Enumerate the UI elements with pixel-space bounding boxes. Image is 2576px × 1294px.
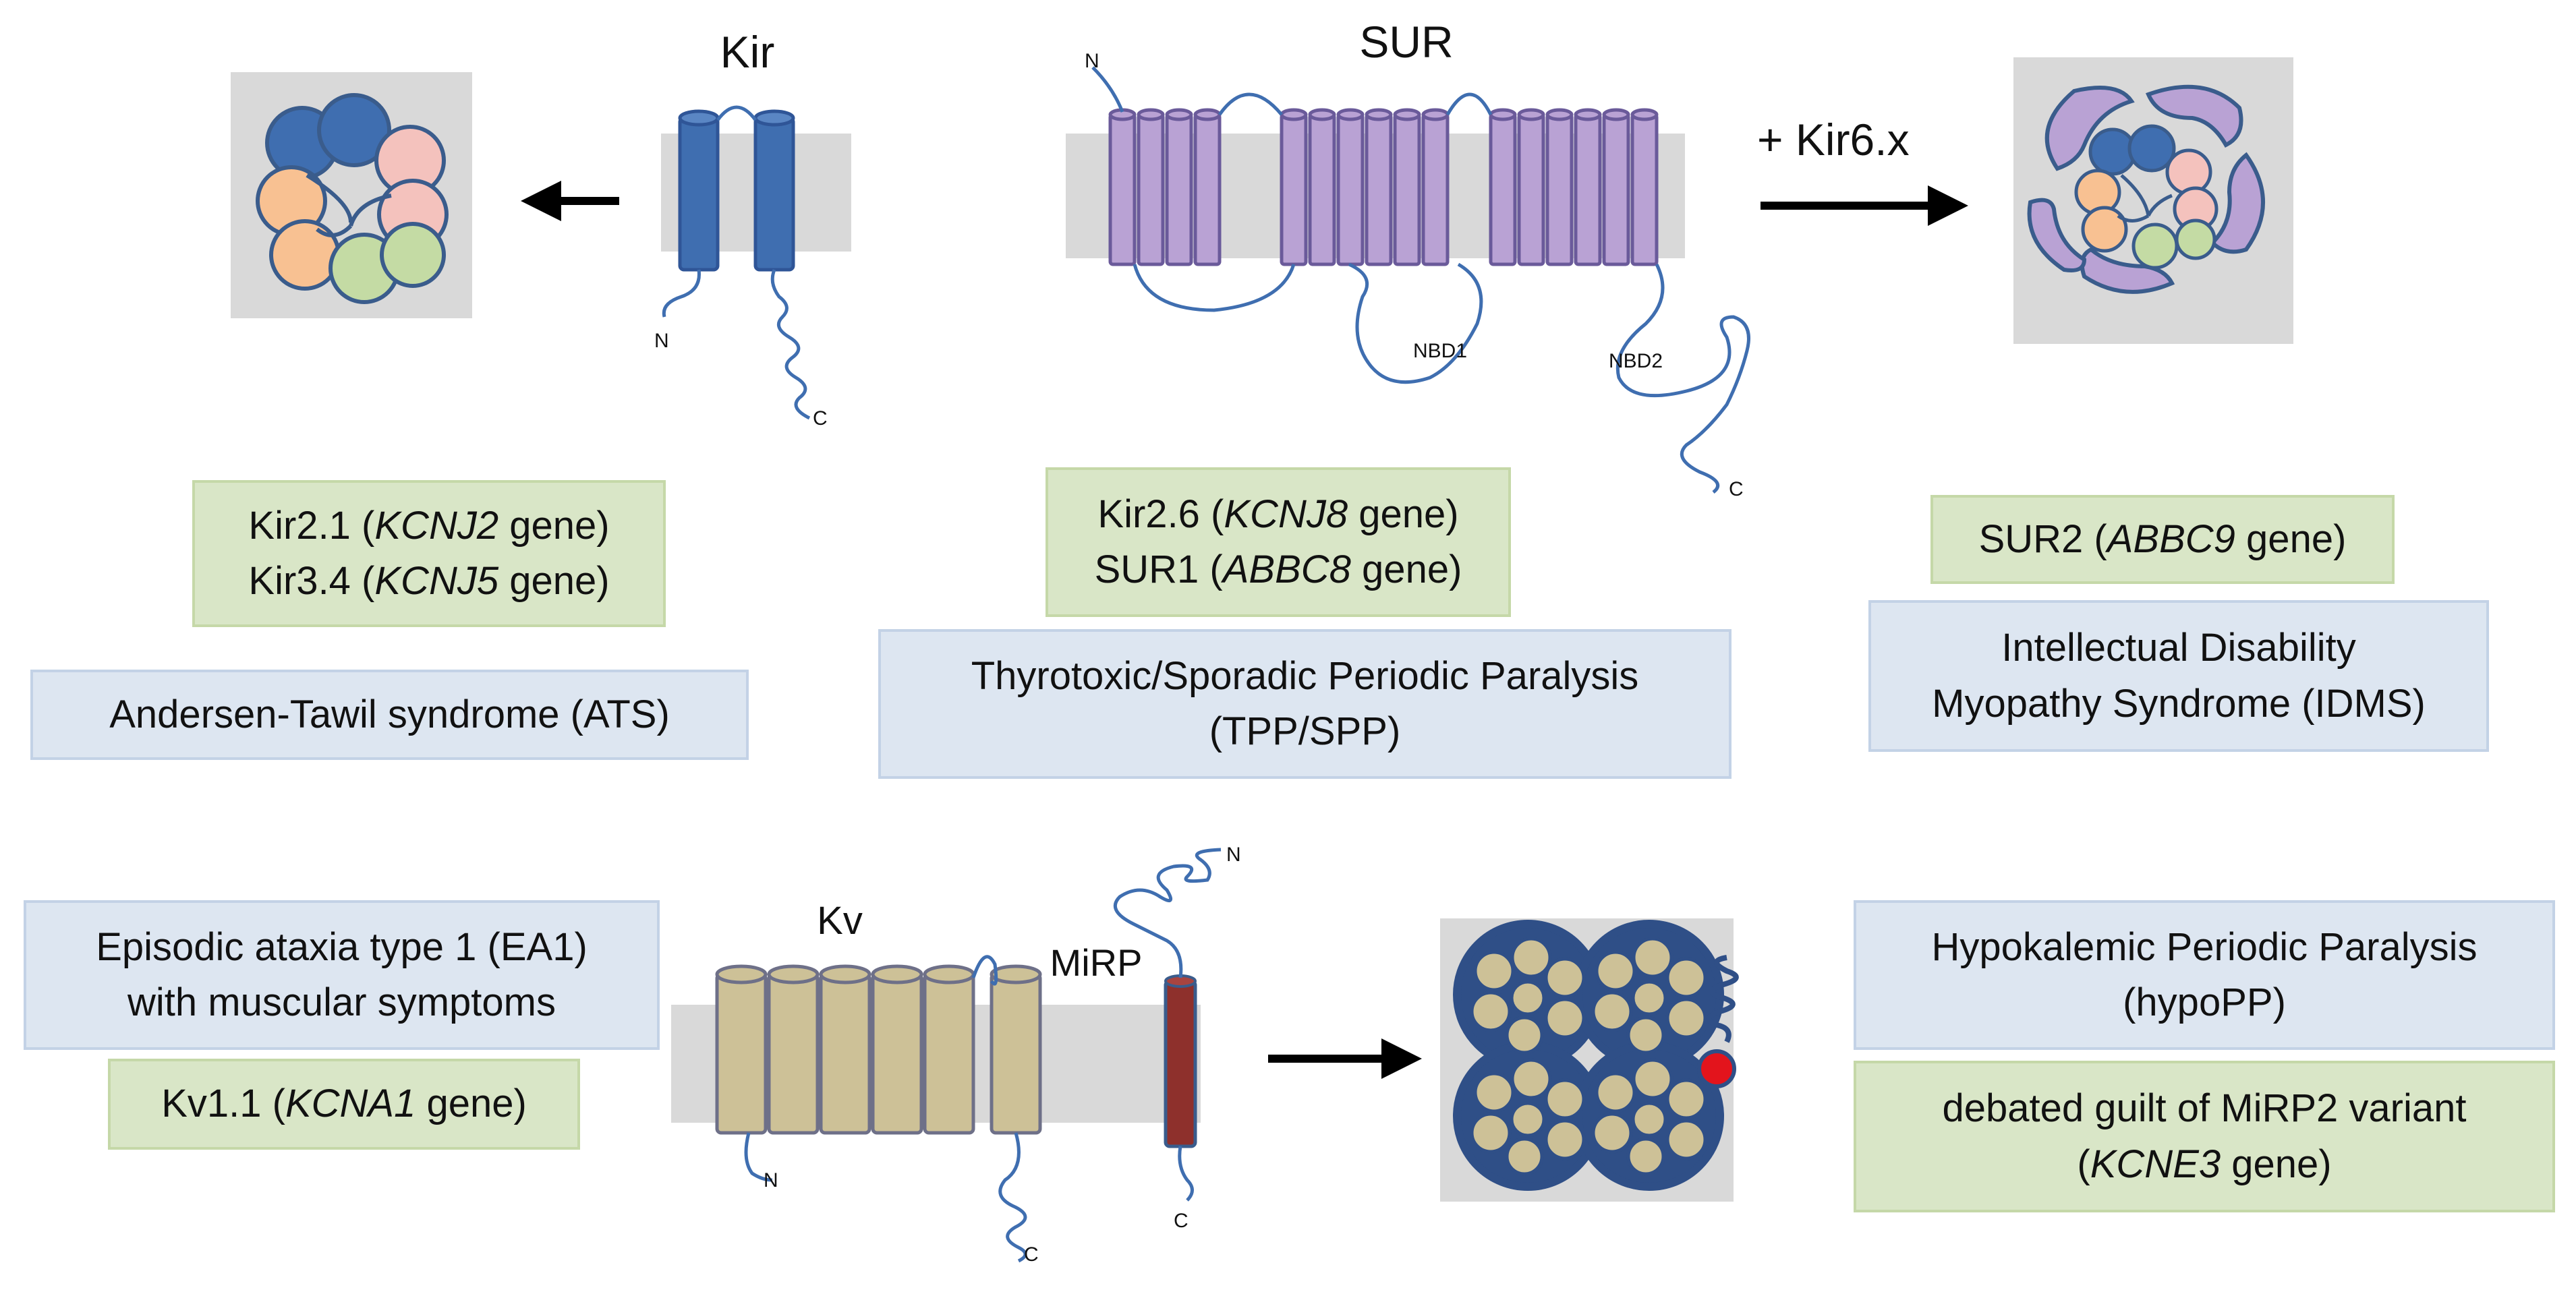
mirp-c-terminus: C bbox=[1174, 1210, 1189, 1232]
sur1-gene-line: SUR1 (ABBC8 gene) bbox=[1094, 548, 1462, 591]
hypopp-box: Hypokalemic Periodic Paralysis (hypoPP) bbox=[1854, 900, 2555, 1050]
kir-c-terminus: C bbox=[813, 407, 828, 430]
nbd2-label: NBD2 bbox=[1609, 350, 1663, 372]
sur-label: SUR bbox=[1359, 17, 1453, 67]
kir26-gene-line: Kir2.6 (KCNJ8 gene) bbox=[1097, 492, 1459, 536]
hypopp-line1: Hypokalemic Periodic Paralysis bbox=[1931, 924, 2478, 969]
mirp-subunit-icon bbox=[1113, 848, 1222, 1202]
kir-tetramer-panel bbox=[231, 72, 472, 318]
kv-n-terminus: N bbox=[764, 1169, 778, 1192]
sur2-gene-box: SUR2 (ABBC9 gene) bbox=[1930, 495, 2395, 584]
tpp-box: Thyrotoxic/Sporadic Periodic Paralysis (… bbox=[878, 629, 1731, 779]
ea1-line2: with muscular symptoms bbox=[127, 980, 556, 1024]
kir6x-label: + Kir6.x bbox=[1757, 115, 1910, 165]
mirp-n-terminus: N bbox=[1226, 844, 1241, 866]
sur2-gene-line: SUR2 (ABBC9 gene) bbox=[1978, 517, 2347, 561]
sur-transporter-icon bbox=[1066, 66, 1750, 494]
kcne3-gene-line: (KCNE3 gene) bbox=[2077, 1142, 2332, 1186]
kir26-genes-box: Kir2.6 (KCNJ8 gene) SUR1 (ABBC8 gene) bbox=[1046, 467, 1511, 617]
kir21-gene-line: Kir2.1 (KCNJ2 gene) bbox=[248, 503, 610, 548]
kir34-gene-line: Kir3.4 (KCNJ5 gene) bbox=[248, 559, 610, 603]
kir-label: Kir bbox=[720, 27, 775, 77]
mirp-highlight-dot bbox=[1697, 1049, 1736, 1088]
nbd1-label: NBD1 bbox=[1413, 340, 1467, 362]
katp-octamer-panel bbox=[2013, 57, 2293, 344]
kv11-gene-box: Kv1.1 (KCNA1 gene) bbox=[108, 1059, 580, 1150]
idms-line1: Intellectual Disability bbox=[2001, 626, 2356, 670]
sur-c-terminus: C bbox=[1729, 478, 1744, 500]
kv-c-terminus: C bbox=[1024, 1243, 1039, 1266]
kv11-gene-line: Kv1.1 (KCNA1 gene) bbox=[161, 1082, 527, 1126]
kir-genes-box: Kir2.1 (KCNJ2 gene) Kir3.4 (KCNJ5 gene) bbox=[192, 480, 666, 627]
sur-n-terminus: N bbox=[1085, 50, 1099, 72]
kir-n-terminus: N bbox=[654, 330, 669, 352]
mirp2-box: debated guilt of MiRP2 variant (KCNE3 ge… bbox=[1854, 1061, 2555, 1212]
mirp-label: MiRP bbox=[1050, 941, 1143, 984]
tpp-line1: Thyrotoxic/Sporadic Periodic Paralysis bbox=[971, 653, 1639, 698]
idms-box: Intellectual Disability Myopathy Syndrom… bbox=[1868, 600, 2489, 752]
ea1-box: Episodic ataxia type 1 (EA1) with muscul… bbox=[24, 900, 660, 1050]
idms-line2: Myopathy Syndrome (IDMS) bbox=[1932, 681, 2426, 726]
ea1-line1: Episodic ataxia type 1 (EA1) bbox=[96, 924, 588, 969]
ats-text: Andersen-Tawil syndrome (ATS) bbox=[109, 692, 670, 736]
kv-tetramer-panel bbox=[1440, 918, 1739, 1202]
hypopp-line2: (hypoPP) bbox=[2123, 980, 2286, 1024]
kir-channel-icon bbox=[661, 105, 851, 420]
ats-box: Andersen-Tawil syndrome (ATS) bbox=[30, 670, 749, 760]
kv-label: Kv bbox=[817, 899, 863, 943]
kv-channel-icon bbox=[671, 955, 1201, 1263]
mirp2-line1: debated guilt of MiRP2 variant bbox=[1942, 1086, 2467, 1131]
tpp-line2: (TPP/SPP) bbox=[1209, 709, 1401, 753]
